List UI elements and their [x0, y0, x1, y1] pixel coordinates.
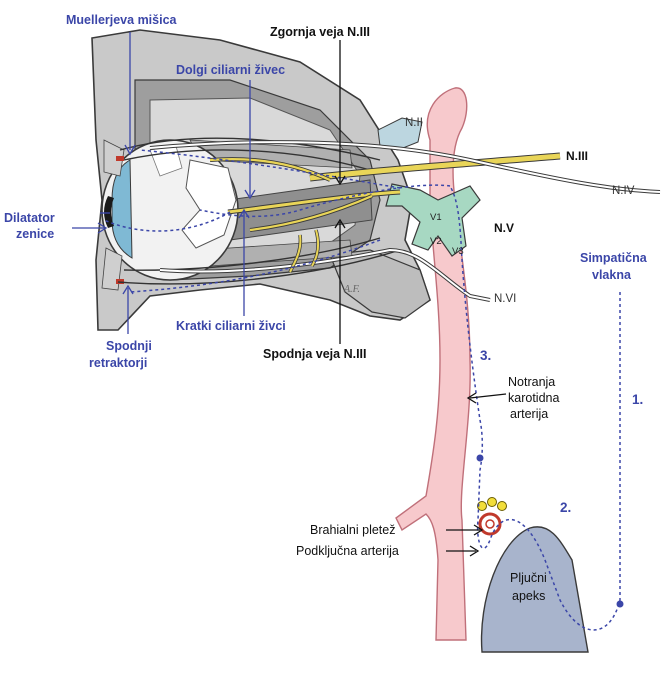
brachial-plexus	[478, 498, 507, 511]
artist-signature: A.F.	[343, 284, 360, 295]
label-lower-retractors-2: retraktorji	[89, 356, 147, 370]
label-n2: N.II	[405, 117, 423, 129]
synapse-dot-2	[477, 455, 484, 462]
label-internal-carotid-3: arterija	[510, 407, 548, 421]
label-lung-apex-2: apeks	[512, 589, 545, 603]
synapse-dot-1	[617, 601, 624, 608]
label-upper-branch-n3: Zgornja veja N.III	[270, 25, 370, 39]
label-n4: N.IV	[612, 185, 635, 197]
label-subclavian-artery: Podključna arterija	[296, 544, 399, 558]
label-n6: N.VI	[494, 293, 516, 305]
label-mueller-muscle: Muellerjeva mišica	[66, 13, 178, 27]
label-long-ciliary-nerve: Dolgi ciliarni živec	[176, 63, 285, 77]
label-n3: N.III	[566, 149, 588, 163]
label-lower-branch-n3: Spodnja veja N.III	[263, 347, 367, 361]
label-internal-carotid-1: Notranja	[508, 375, 555, 389]
label-sympathetic-1: Simpatična	[580, 251, 648, 265]
label-short-ciliary-nerves: Kratki ciliarni živci	[176, 319, 286, 333]
label-dilatator-1: Dilatator	[4, 211, 55, 225]
step-1: 1.	[632, 392, 643, 407]
label-sympathetic-2: vlakna	[592, 268, 632, 282]
label-v2: V2	[430, 236, 442, 247]
label-n5: N.V	[494, 221, 514, 235]
step-2: 2.	[560, 500, 571, 515]
label-internal-carotid-2: karotidna	[508, 391, 559, 405]
label-lung-apex-1: Pljučni	[510, 571, 547, 585]
label-lower-retractors-1: Spodnji	[106, 339, 152, 353]
label-brachial-plexus: Brahialni pletež	[310, 523, 395, 537]
step-3: 3.	[480, 348, 491, 363]
subclavian-artery	[480, 514, 500, 534]
label-dilatator-2: zenice	[16, 227, 54, 241]
label-v1: V1	[430, 212, 442, 223]
label-v3: V3	[452, 246, 464, 257]
